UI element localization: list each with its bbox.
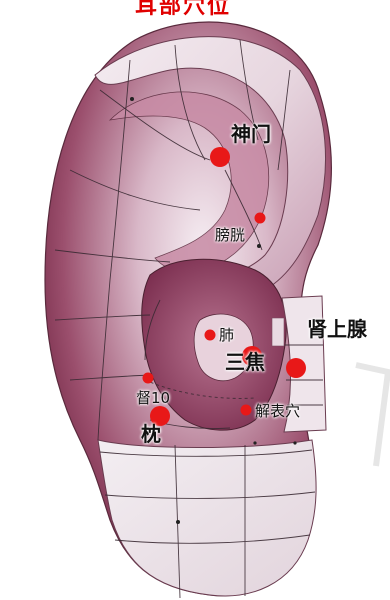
grid-dots — [130, 97, 297, 524]
watermark-stroke — [355, 362, 390, 467]
acupoint-jiebiaoxue — [240, 404, 252, 416]
acupoint-pangguang — [254, 212, 266, 224]
acupoint-du10 — [142, 372, 154, 384]
acupoint-sanjiao — [242, 346, 262, 366]
label-shenmen: 神门 — [231, 122, 271, 146]
label-zhen: 枕 — [141, 422, 161, 446]
label-shenshangxian: 肾上腺 — [307, 317, 367, 341]
page-title: 耳部穴位 — [135, 0, 232, 19]
acupoint-layer — [142, 147, 306, 426]
label-pangguang: 膀胱 — [215, 226, 246, 244]
label-du10: 督10 — [136, 389, 171, 407]
label-jiebiaoxue: 解表穴 — [255, 402, 301, 420]
label-sanjiao: 三焦 — [225, 350, 265, 374]
acupoint-fei — [204, 329, 216, 341]
acupoint-shenmen — [210, 147, 230, 167]
acupoint-zhen — [150, 406, 170, 426]
grid-lines — [54, 39, 323, 599]
tragus-ridge — [271, 317, 285, 347]
earlobe — [97, 439, 317, 597]
label-fei: 肺 — [219, 326, 235, 344]
acupoint-shenshangxian — [286, 358, 306, 378]
